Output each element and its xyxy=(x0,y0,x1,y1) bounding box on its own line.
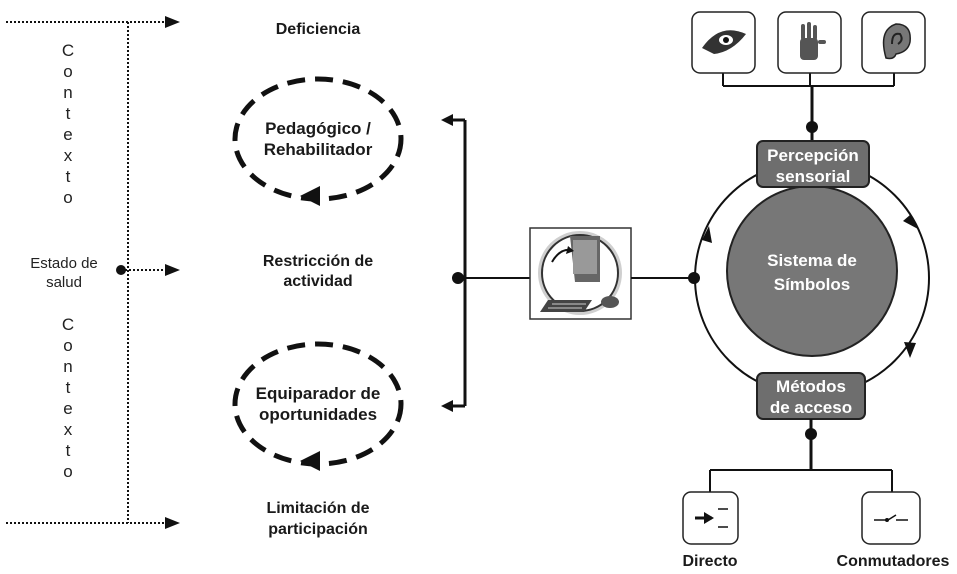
hand-icon xyxy=(777,11,842,74)
eye-icon xyxy=(691,11,756,74)
senses-connector xyxy=(722,73,895,140)
cycle-arrow-head xyxy=(300,186,320,206)
metodos-label-line2: de acceso xyxy=(770,398,852,417)
svg-text:t: t xyxy=(66,104,71,123)
contexto-bottom-label: C o n t e x t o xyxy=(62,315,74,481)
directo-label: Directo xyxy=(682,553,737,570)
limitacion-label-line1: Limitación de xyxy=(266,500,369,517)
symbol-system-center: Sistema de Símbolos xyxy=(726,185,898,357)
svg-text:C: C xyxy=(62,315,74,334)
svg-text:o: o xyxy=(63,462,72,481)
svg-text:t: t xyxy=(66,378,71,397)
svg-text:o: o xyxy=(63,62,72,81)
restriccion-label-line2: actividad xyxy=(283,273,352,290)
pedagogico-label-line1: Pedagógico / xyxy=(265,119,371,138)
computer-icon xyxy=(529,227,632,320)
svg-text:x: x xyxy=(64,420,73,439)
equiparador-cycle: Equiparador de oportunidades xyxy=(232,341,404,471)
ear-icon xyxy=(861,11,926,74)
equiparador-label-line1: Equiparador de xyxy=(256,384,381,403)
estado-label-line2: salud xyxy=(46,274,82,291)
estado-label-line1: Estado de xyxy=(30,255,98,272)
svg-text:C: C xyxy=(62,41,74,60)
center-label-line1: Sistema de xyxy=(767,251,857,270)
direct-input-icon xyxy=(682,491,739,545)
svg-text:n: n xyxy=(63,83,72,102)
deficiencia-label: Deficiencia xyxy=(276,21,361,38)
restriccion-label-line1: Restricción de xyxy=(263,253,373,270)
pedagogico-label-line2: Rehabilitador xyxy=(264,140,373,159)
svg-text:t: t xyxy=(66,167,71,186)
percepcion-label-line1: Percepción xyxy=(767,146,859,165)
conmutadores-label: Conmutadores xyxy=(837,553,950,570)
center-label-line2: Símbolos xyxy=(774,275,851,294)
limitacion-label-line2: participación xyxy=(268,521,368,538)
pedagogico-cycle: Pedagógico / Rehabilitador xyxy=(232,76,404,206)
svg-text:x: x xyxy=(64,146,73,165)
svg-text:e: e xyxy=(63,399,72,418)
roles-bracket xyxy=(441,114,530,412)
svg-text:e: e xyxy=(63,125,72,144)
contexto-top-label: C o n t e x t o xyxy=(62,41,74,207)
access-connector xyxy=(709,419,893,492)
metodos-label-line1: Métodos xyxy=(776,377,846,396)
svg-text:o: o xyxy=(63,336,72,355)
metodos-box: Métodos de acceso xyxy=(756,372,866,420)
context-bracket xyxy=(6,16,180,529)
svg-text:o: o xyxy=(63,188,72,207)
svg-text:t: t xyxy=(66,441,71,460)
svg-text:n: n xyxy=(63,357,72,376)
percepcion-box: Percepción sensorial xyxy=(756,140,870,188)
switch-icon xyxy=(861,491,921,545)
cycle-arrow-head xyxy=(300,451,320,471)
percepcion-label-line2: sensorial xyxy=(776,167,851,186)
health-state-dot xyxy=(116,265,126,275)
equiparador-label-line2: oportunidades xyxy=(259,405,377,424)
